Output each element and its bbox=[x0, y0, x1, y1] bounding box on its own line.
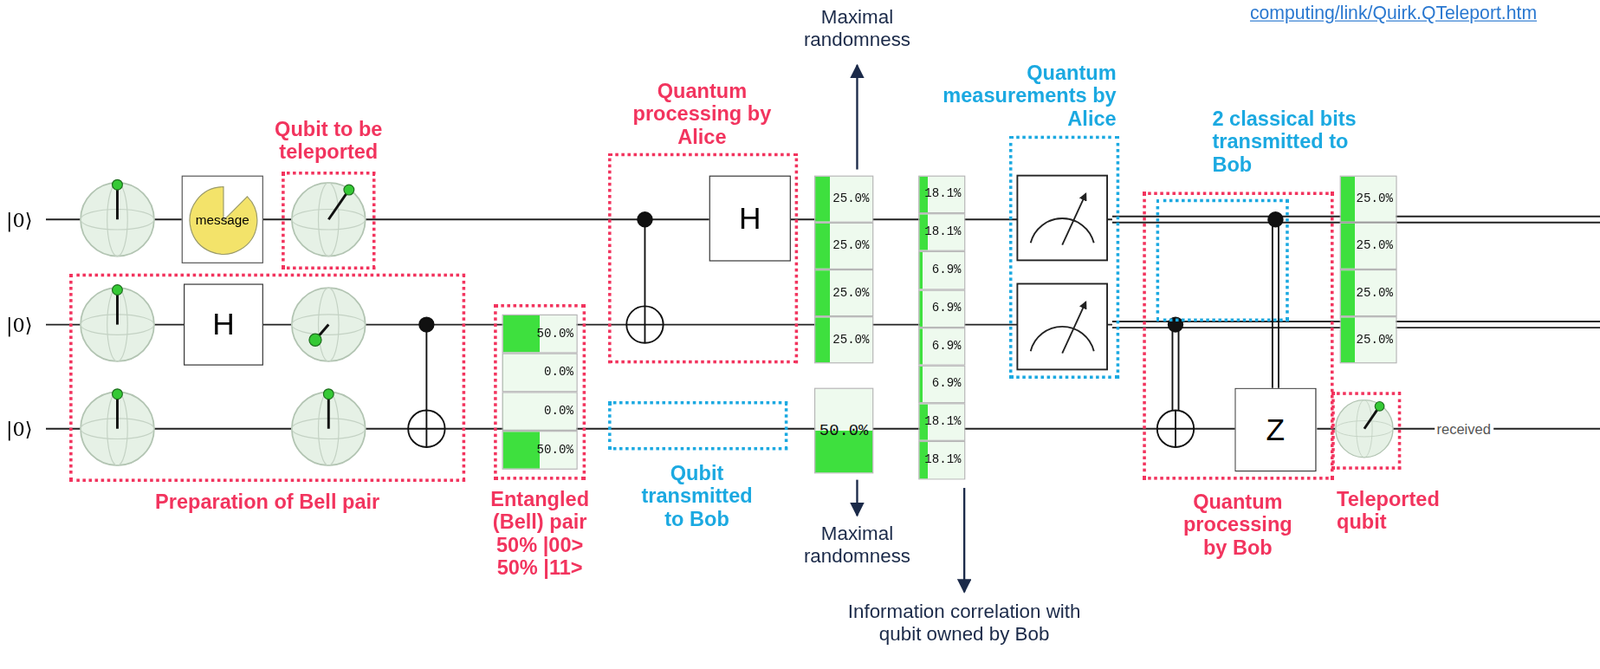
measurement-gate bbox=[1017, 283, 1108, 370]
probability-cell: 6.9% bbox=[918, 251, 966, 290]
cnot-gate bbox=[637, 212, 652, 227]
dotted-region: Quantum measurements by Alice bbox=[1009, 136, 1120, 379]
classical-control bbox=[1268, 212, 1283, 227]
gate-label: message bbox=[195, 211, 250, 227]
dotted-region: Preparation of Bell pairH bbox=[69, 273, 466, 482]
annotation-text: Quantum processing by Bob bbox=[1170, 489, 1305, 558]
probability-cell: 6.9% bbox=[918, 327, 966, 366]
annotation-text: Entangled (Bell) pair 50% |00> 50% |11> bbox=[477, 487, 603, 579]
probability-cell: 18.1% bbox=[918, 213, 966, 252]
probability-cell: 18.1% bbox=[918, 403, 966, 442]
qubit-init: |0⟩ bbox=[6, 207, 33, 232]
bloch-sphere-group bbox=[80, 182, 155, 257]
callout-note: Maximal randomness bbox=[775, 522, 939, 567]
dotted-region: Qubit to be teleported bbox=[281, 171, 376, 270]
message-pie bbox=[189, 187, 258, 255]
measurement-gate bbox=[1030, 326, 1095, 351]
bloch-sphere-group bbox=[291, 182, 366, 257]
cnot-gate bbox=[408, 212, 663, 447]
wire-label: received bbox=[1434, 419, 1493, 438]
probability-cell: 50.0% bbox=[502, 430, 578, 470]
measurement-gate bbox=[1017, 175, 1108, 261]
cnot-gate bbox=[419, 317, 434, 331]
probability-cell: 25.0% bbox=[1340, 269, 1398, 317]
cnot-gate bbox=[425, 410, 428, 447]
bloch-sphere-group bbox=[291, 391, 366, 466]
dotted-region: 2 classical bits transmitted to Bob bbox=[1156, 199, 1290, 322]
gate-symbol: H bbox=[738, 200, 762, 236]
gate-symbol: Z bbox=[1266, 412, 1286, 447]
dotted-region: Quantum processing by AliceH bbox=[608, 153, 798, 364]
hadamard-gate: H bbox=[709, 175, 791, 262]
measurement-gate bbox=[1030, 218, 1095, 243]
bloch-dot bbox=[112, 179, 124, 190]
callout-note: Information correlation with qubit owned… bbox=[831, 600, 1097, 645]
cnot-gate bbox=[644, 219, 647, 344]
probability-cell: 6.9% bbox=[918, 289, 966, 328]
probability-cell: 25.0% bbox=[1340, 222, 1398, 270]
bloch-dot bbox=[309, 333, 322, 346]
classical-control bbox=[1174, 410, 1177, 447]
pauli-z-gate: Z bbox=[1234, 388, 1316, 473]
bloch-sphere-group bbox=[1335, 400, 1393, 458]
measurement-gate bbox=[1062, 302, 1086, 354]
probability-cell: 6.9% bbox=[918, 365, 966, 404]
bloch-sphere-group bbox=[80, 287, 155, 362]
dotted-region: Quantum processing by Bob2 classical bit… bbox=[1142, 191, 1334, 480]
bloch-dot bbox=[1374, 401, 1385, 412]
annotation-text: Quantum processing by Alice bbox=[630, 79, 774, 149]
probability-cell: 25.0% bbox=[814, 269, 874, 317]
cnot-gate bbox=[626, 305, 663, 343]
bloch-dot bbox=[112, 285, 124, 296]
measurement-gate bbox=[1062, 194, 1086, 246]
classical-control bbox=[1271, 219, 1274, 390]
bloch-sphere-group bbox=[80, 391, 155, 466]
leader-arrow bbox=[963, 487, 966, 592]
leader-arrow bbox=[855, 64, 858, 169]
leader-arrow bbox=[855, 479, 858, 516]
probability-cell: 50.0% bbox=[814, 388, 874, 474]
measurement-gate bbox=[1017, 175, 1108, 370]
qubit-init: |0⟩ bbox=[6, 416, 33, 441]
bloch-dot bbox=[343, 184, 355, 195]
hadamard-gate: H bbox=[183, 283, 264, 365]
probability-cell: 25.0% bbox=[1340, 175, 1398, 223]
cnot-gate bbox=[644, 305, 647, 343]
cnot-gate bbox=[408, 410, 445, 447]
probability-cell: 0.0% bbox=[502, 391, 578, 431]
source-link: computing/link/Quirk.QTeleport.htm bbox=[1250, 3, 1537, 26]
bloch-vector bbox=[116, 184, 1380, 429]
dotted-region: Teleported qubit bbox=[1331, 391, 1401, 470]
qubit-init: |0⟩ bbox=[6, 311, 33, 337]
annotation-text: 2 classical bits transmitted to Bob bbox=[1211, 107, 1380, 176]
probability-cell: 25.0% bbox=[1340, 316, 1398, 363]
probability-cell: 18.1% bbox=[918, 175, 966, 214]
callout-note: Maximal randomness bbox=[775, 6, 939, 51]
cnot-gate bbox=[425, 324, 428, 447]
bloch-dot bbox=[112, 388, 124, 400]
probability-cell: 25.0% bbox=[814, 175, 874, 223]
classical-control bbox=[1157, 410, 1194, 447]
annotation-text: Qubit transmitted to Bob bbox=[629, 460, 765, 530]
probability-cell: 25.0% bbox=[814, 316, 874, 363]
probability-cell: 0.0% bbox=[502, 353, 578, 393]
wire bbox=[1112, 216, 1600, 328]
probability-cell: 50.0% bbox=[502, 314, 578, 354]
probability-cell: 25.0% bbox=[814, 222, 874, 270]
message-gate: message bbox=[181, 175, 264, 264]
probability-cell: 18.1% bbox=[918, 440, 966, 480]
annotation-text: Qubit to be teleported bbox=[257, 116, 401, 163]
annotation-text: Preparation of Bell pair bbox=[73, 489, 462, 512]
dotted-region: Qubit transmitted to Bob bbox=[608, 401, 788, 451]
bloch-dot bbox=[112, 179, 1385, 411]
annotation-text: Teleported qubit bbox=[1336, 487, 1458, 534]
bloch-dot bbox=[323, 388, 334, 400]
classical-control bbox=[1277, 219, 1280, 390]
annotation-text: Quantum measurements by Alice bbox=[938, 61, 1117, 130]
gate-symbol: H bbox=[212, 307, 235, 343]
bloch-sphere-group bbox=[291, 287, 366, 362]
